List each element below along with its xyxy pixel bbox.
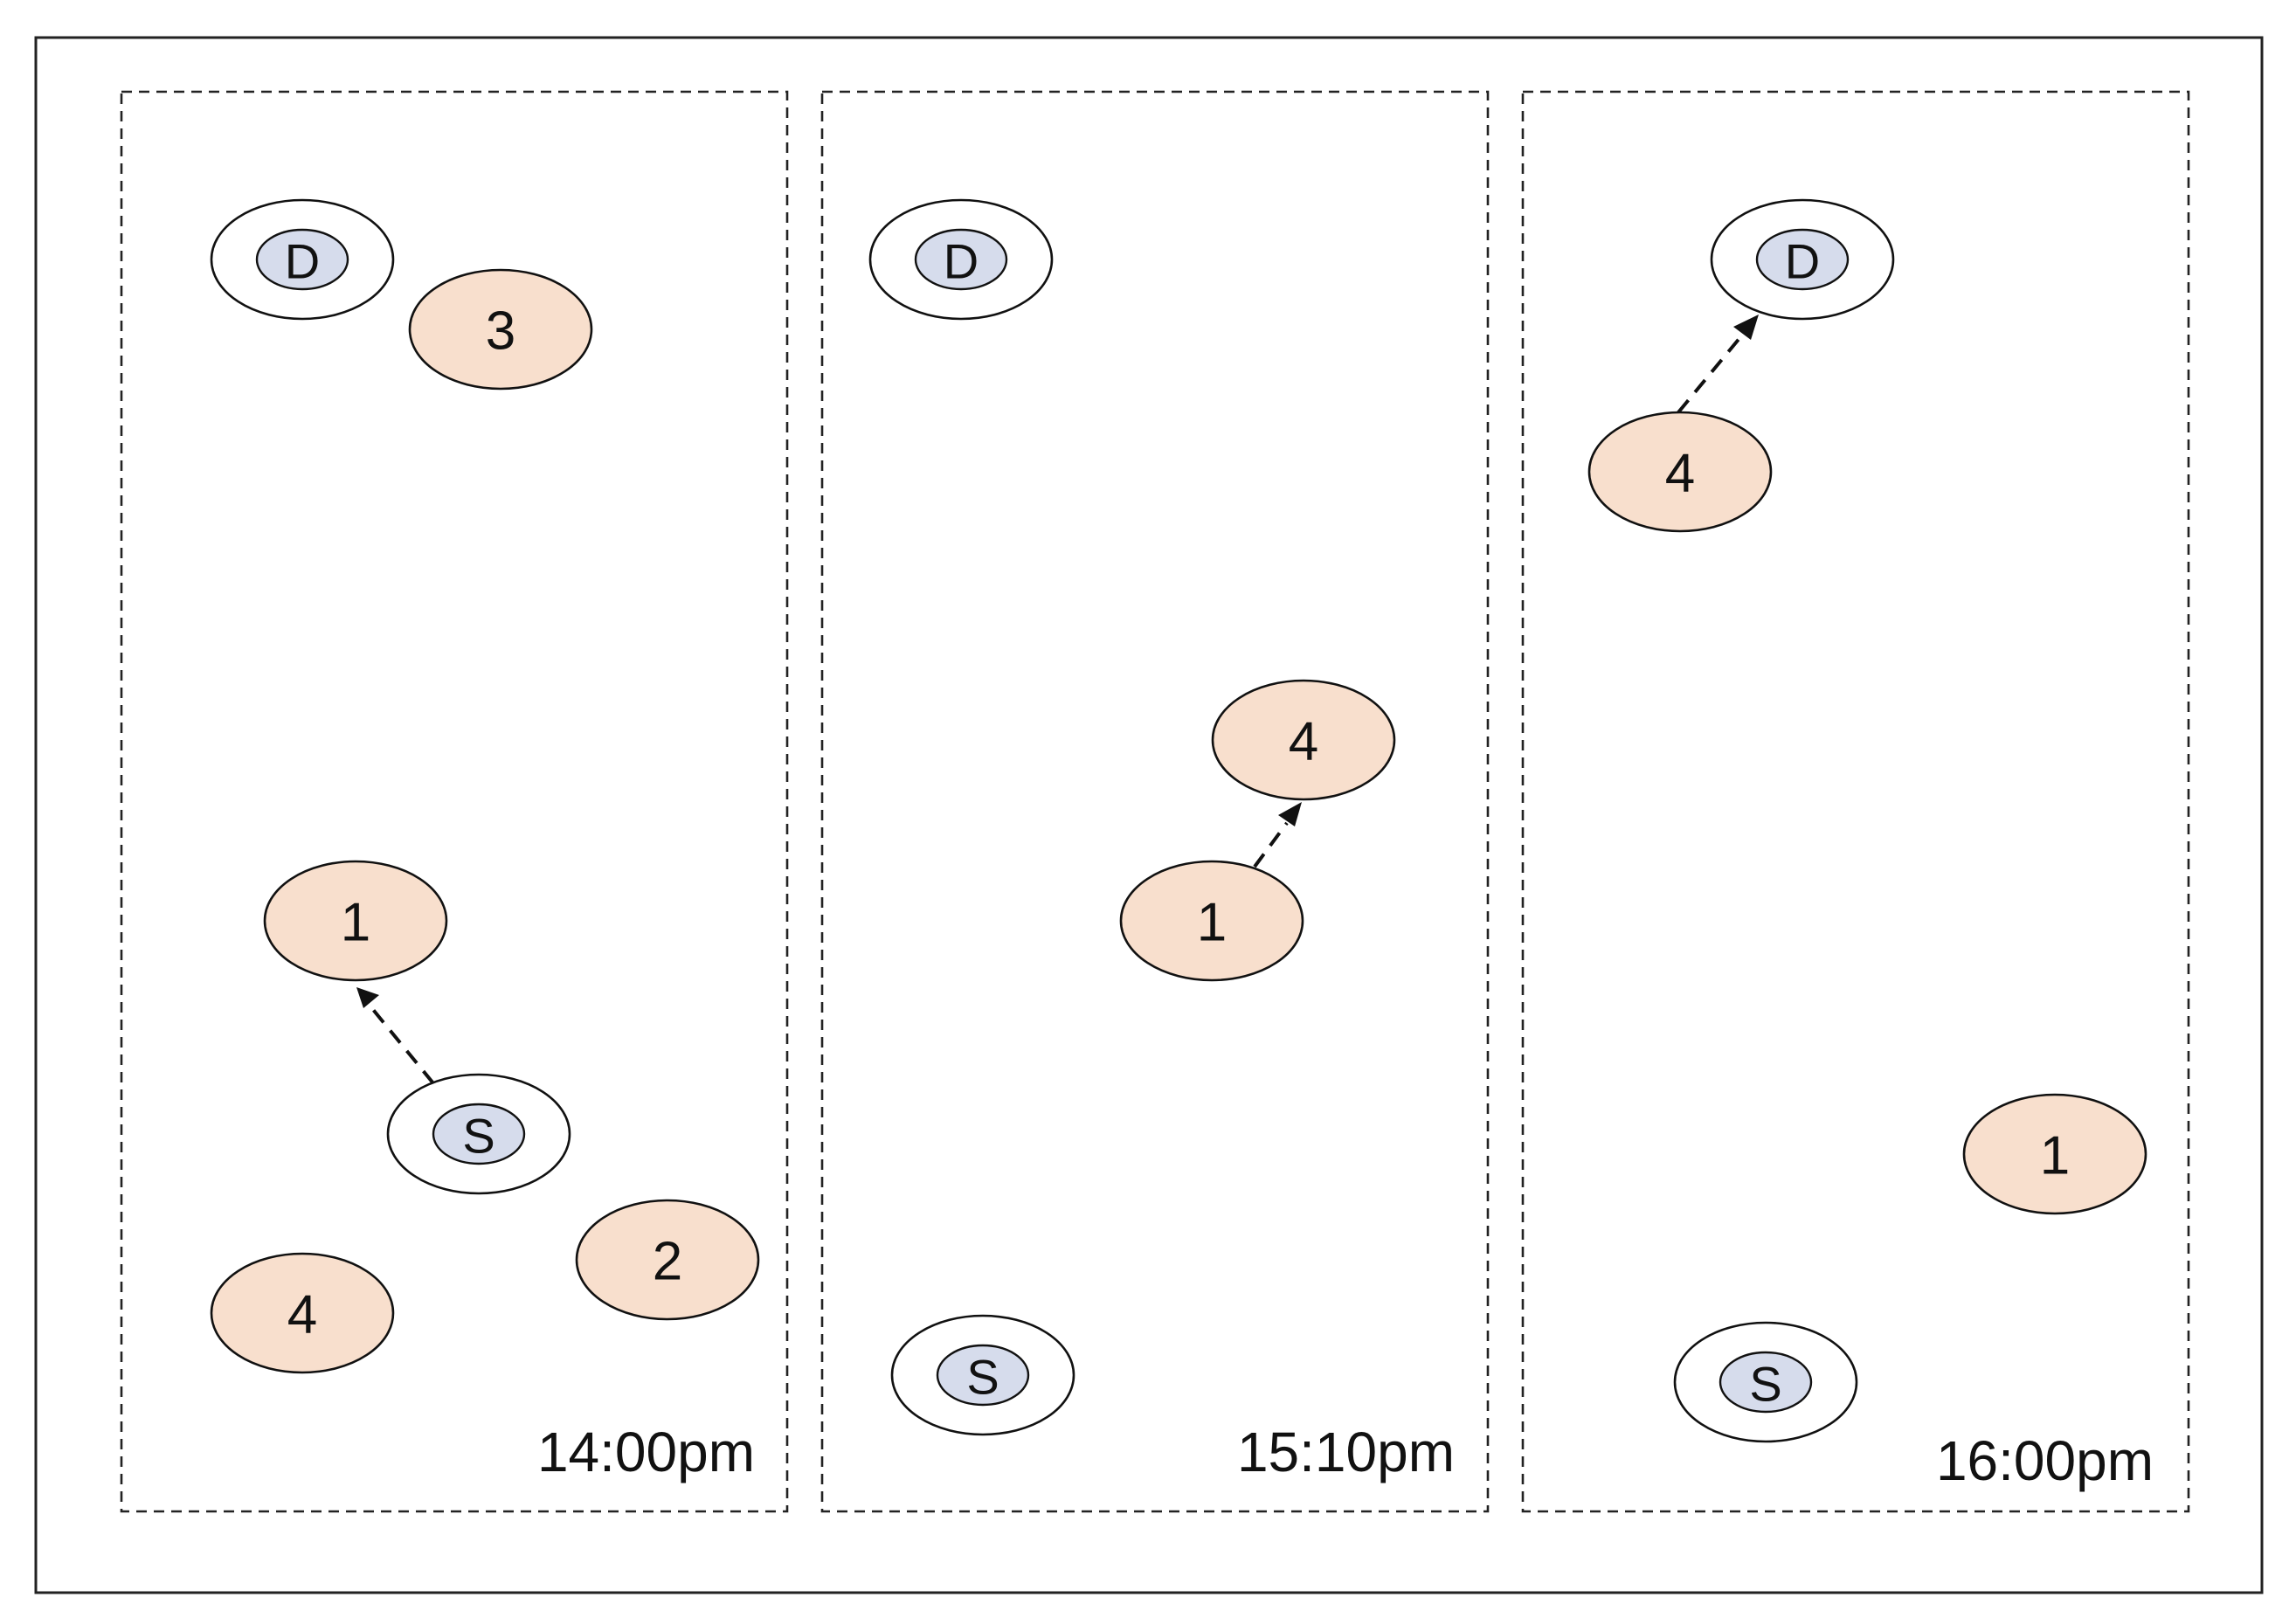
relay-node bbox=[1119, 860, 1304, 982]
panel-1-dashed-link bbox=[369, 1005, 435, 1085]
panel-1-frame bbox=[120, 90, 789, 1513]
panel-2-frame bbox=[820, 90, 1490, 1513]
panel-3-node-4: 4 bbox=[1587, 411, 1773, 533]
panel-1-node-4: 4 bbox=[210, 1252, 395, 1374]
panel-1-node-3: 3 bbox=[408, 268, 593, 391]
endpoint-label: D bbox=[1785, 234, 1820, 289]
panel-2-timestamp: 15:10pm bbox=[1237, 1421, 1455, 1483]
relay-node-label: 3 bbox=[486, 301, 515, 362]
endpoint-inner-ring bbox=[936, 1344, 1030, 1407]
relay-node bbox=[575, 1199, 760, 1321]
panel-3-node-1: 1 bbox=[1962, 1093, 2147, 1215]
relay-node-label: 1 bbox=[1197, 893, 1227, 953]
panel-2-node-1: 1 bbox=[1119, 860, 1304, 982]
endpoint-label: S bbox=[462, 1109, 494, 1164]
relay-node bbox=[210, 1252, 395, 1374]
panel-2-endpoint-d: D bbox=[868, 198, 1054, 321]
panel-1-timestamp: 14:00pm bbox=[537, 1421, 755, 1483]
panel-2-dashed-link bbox=[1253, 821, 1289, 868]
panel-1-node-1: 1 bbox=[263, 860, 448, 982]
endpoint-label: D bbox=[944, 234, 979, 289]
panel-3-endpoint-s: S bbox=[1673, 1321, 1858, 1443]
panel-1-endpoint-d: D bbox=[210, 198, 395, 321]
relay-node bbox=[408, 268, 593, 391]
endpoint-inner-ring bbox=[432, 1103, 526, 1165]
panel-1: D S 3 1 2 4 14:00pm bbox=[120, 90, 789, 1513]
endpoint-label: S bbox=[966, 1350, 999, 1405]
panel-2: D S 4 1 15:10pm bbox=[820, 90, 1490, 1513]
endpoint-inner-ring bbox=[1755, 228, 1850, 291]
panel-3-dashed-link bbox=[1677, 335, 1742, 414]
endpoint-inner-ring bbox=[1719, 1351, 1813, 1414]
panel-1-arrow-head bbox=[356, 987, 379, 1008]
relay-node-label: 4 bbox=[1665, 444, 1695, 504]
panel-1-endpoint-s: S bbox=[386, 1073, 571, 1195]
panel-2-node-4: 4 bbox=[1211, 679, 1396, 801]
panel-1-link-s-to-1 bbox=[356, 987, 435, 1085]
panel-3-endpoint-d: D bbox=[1710, 198, 1895, 321]
panel-3: D S 4 1 16:00pm bbox=[1521, 90, 2190, 1513]
relay-node bbox=[1962, 1093, 2147, 1215]
panel-3-timestamp: 16:00pm bbox=[1936, 1429, 2154, 1492]
panel-3-arrow-head bbox=[1733, 315, 1759, 340]
endpoint-label: D bbox=[285, 234, 320, 289]
relay-node-label: 2 bbox=[653, 1232, 682, 1292]
endpoint-inner-ring bbox=[914, 228, 1008, 291]
panel-3-link-4-to-d bbox=[1677, 315, 1759, 414]
panel-1-node-2: 2 bbox=[575, 1199, 760, 1321]
outer-frame bbox=[34, 36, 2264, 1594]
panel-2-endpoint-s: S bbox=[890, 1314, 1075, 1436]
endpoint-label: S bbox=[1749, 1357, 1781, 1412]
relay-node bbox=[1587, 411, 1773, 533]
endpoint-inner-ring bbox=[255, 228, 349, 291]
relay-node-label: 1 bbox=[2040, 1126, 2070, 1186]
relay-node-label: 1 bbox=[341, 893, 370, 953]
panel-2-arrow-head bbox=[1278, 802, 1302, 826]
relay-node bbox=[263, 860, 448, 982]
panel-2-link-1-to-4 bbox=[1253, 802, 1302, 868]
relay-node-label: 4 bbox=[1289, 712, 1318, 772]
relay-node-label: 4 bbox=[287, 1285, 317, 1345]
panel-3-frame bbox=[1521, 90, 2190, 1513]
relay-node bbox=[1211, 679, 1396, 801]
